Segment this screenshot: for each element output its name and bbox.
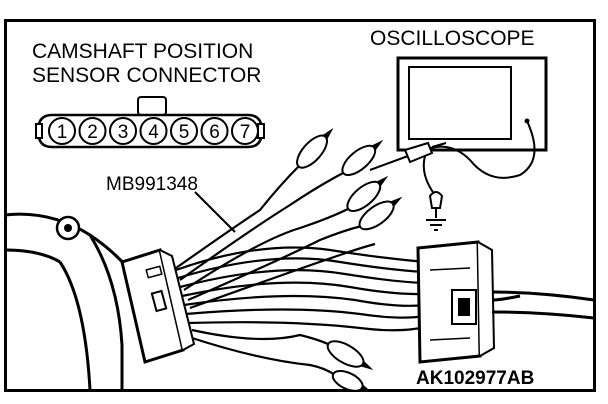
connector-pin <box>139 117 168 145</box>
ground-symbol-icon <box>426 219 446 231</box>
probe-tip-icon <box>403 141 447 164</box>
harness-tool-label: MB991348 <box>106 174 198 195</box>
connector-pin-number: 1 <box>57 122 68 143</box>
test-probe-icon <box>296 127 334 169</box>
connector-pin <box>231 117 259 145</box>
test-probe-icon <box>326 340 374 370</box>
test-lead-wires <box>175 164 376 376</box>
connector-pin-number: 3 <box>118 122 129 143</box>
connector-pin-number: 7 <box>240 122 251 143</box>
connector-pin-number: 5 <box>179 122 190 143</box>
mounting-bolt-icon <box>55 215 81 241</box>
connector-pin <box>200 117 229 145</box>
harness-right-connector <box>416 240 496 364</box>
connector-pin <box>109 117 137 145</box>
connector-pin <box>48 117 76 145</box>
harness-left-connector <box>120 248 196 364</box>
connector-pin-number: 6 <box>209 122 220 143</box>
oscilloscope-label: OSCILLOSCOPE <box>370 27 535 50</box>
harness-leader-line <box>194 191 236 233</box>
figure-id-label: AK102977AB <box>416 368 534 389</box>
connector-pin <box>170 117 198 145</box>
sensor-cables <box>491 290 595 320</box>
connector-pin <box>78 117 107 145</box>
ground-lead <box>422 155 444 218</box>
test-probe-icon <box>346 175 389 213</box>
alligator-clips <box>296 127 403 392</box>
test-probe-icon <box>358 196 403 231</box>
test-probe-icon <box>341 139 384 177</box>
connector-pin-number: 4 <box>148 122 159 143</box>
test-probe-icon <box>331 370 372 392</box>
sensor-connector-label-line2: SENSOR CONNECTOR <box>32 64 261 87</box>
oscilloscope-device <box>396 56 548 152</box>
sensor-connector-label-line1: CAMSHAFT POSITION <box>32 40 253 63</box>
harness-wire-bundle <box>175 246 426 332</box>
connector-pin-number: 2 <box>87 122 98 143</box>
